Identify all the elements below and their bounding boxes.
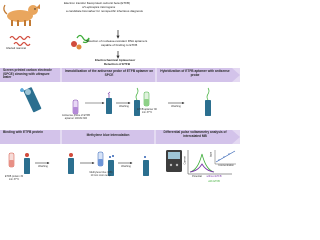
electrode-mb-washed-icon — [143, 156, 149, 176]
caption-etfb-aptamer: ETFB aptamer 90 min 37°C — [137, 108, 157, 114]
detection-line-1: Electrochemical Aptasensor — [95, 58, 136, 62]
caption-ippa: ippa — [209, 152, 213, 157]
caption-without: without ETFB — [206, 175, 222, 178]
dpv-plot-icon — [187, 150, 232, 175]
caption-mb: Methylene blue (MB) 10 min room temp. — [89, 171, 113, 177]
potentiostat-icon — [166, 150, 182, 172]
water-drop-icon — [20, 88, 24, 92]
infected-mammal-label: Infected mammal — [6, 47, 26, 50]
step-immobilization: Immobilization of the antisense probe of… — [64, 69, 154, 77]
mb-tube-icon — [97, 151, 104, 167]
caption-concentration: Concentration — [218, 164, 234, 167]
caption-washing-3: Washing — [38, 165, 48, 168]
diagram-graphics — [0, 4, 240, 176]
header-line-3: a candidate biomarker for nonspecific in… — [66, 9, 143, 13]
rna-aptamer-icon — [71, 34, 90, 50]
aptamer-tube-icon — [143, 91, 150, 107]
step-hybridization: Hybridization of ETFB aptamer with antis… — [160, 69, 230, 77]
leptospira-icon — [9, 35, 31, 47]
caption-antisense: Antisense probe of ETFB aptamer 100nM 30… — [62, 114, 90, 120]
electrode-protein-icon — [24, 153, 30, 174]
caption-with: with ETFB — [208, 180, 220, 183]
band-row-2-arrow — [0, 130, 240, 144]
electrode-protein-washed-icon — [68, 153, 74, 174]
electrode-probe-icon — [106, 91, 112, 114]
selection-line-2: capable of binding to ETFB — [101, 43, 138, 47]
band-row-1-arrow — [0, 68, 240, 82]
header-line-1: Electron transfer flavoprotein subunit b… — [64, 1, 131, 5]
caption-washing-1: Washing — [119, 105, 129, 108]
electrode-hybrid-icon — [134, 87, 140, 116]
figure-canvas: Electron transfer flavoprotein subunit b… — [0, 1, 240, 183]
infected-mammal-icon — [3, 4, 40, 26]
antisense-tube-icon — [72, 99, 79, 115]
header-line-2: of Leptospira interrogans — [82, 5, 116, 9]
electrode-icon — [23, 87, 42, 113]
detection-line-2: Detection of ETFB — [104, 62, 130, 66]
caption-washing-2: Washing — [171, 105, 181, 108]
electrode-label: Screen printed carbon electrode (SPCE) c… — [3, 68, 52, 80]
step-dpv: Differential pulse voltammetry analysis … — [163, 130, 227, 138]
caption-etfb-protein: ETFB protein 30 min 37°C — [4, 175, 24, 181]
step-intercalation: Methylene blue intercalation — [86, 133, 130, 137]
electrode-mb-icon — [108, 155, 114, 176]
calibration-plot-icon — [214, 150, 236, 165]
caption-washing-4: Washing — [121, 165, 131, 168]
protein-tube-icon — [8, 152, 15, 168]
electrode-washed-icon — [205, 87, 211, 116]
binding-label: Binding with ETFB protein — [3, 130, 44, 134]
selection-line-1: Selection of nuclease-resistant RNA apta… — [86, 39, 148, 43]
caption-potential: Potential — [192, 175, 202, 178]
caption-current: Current — [183, 156, 187, 165]
